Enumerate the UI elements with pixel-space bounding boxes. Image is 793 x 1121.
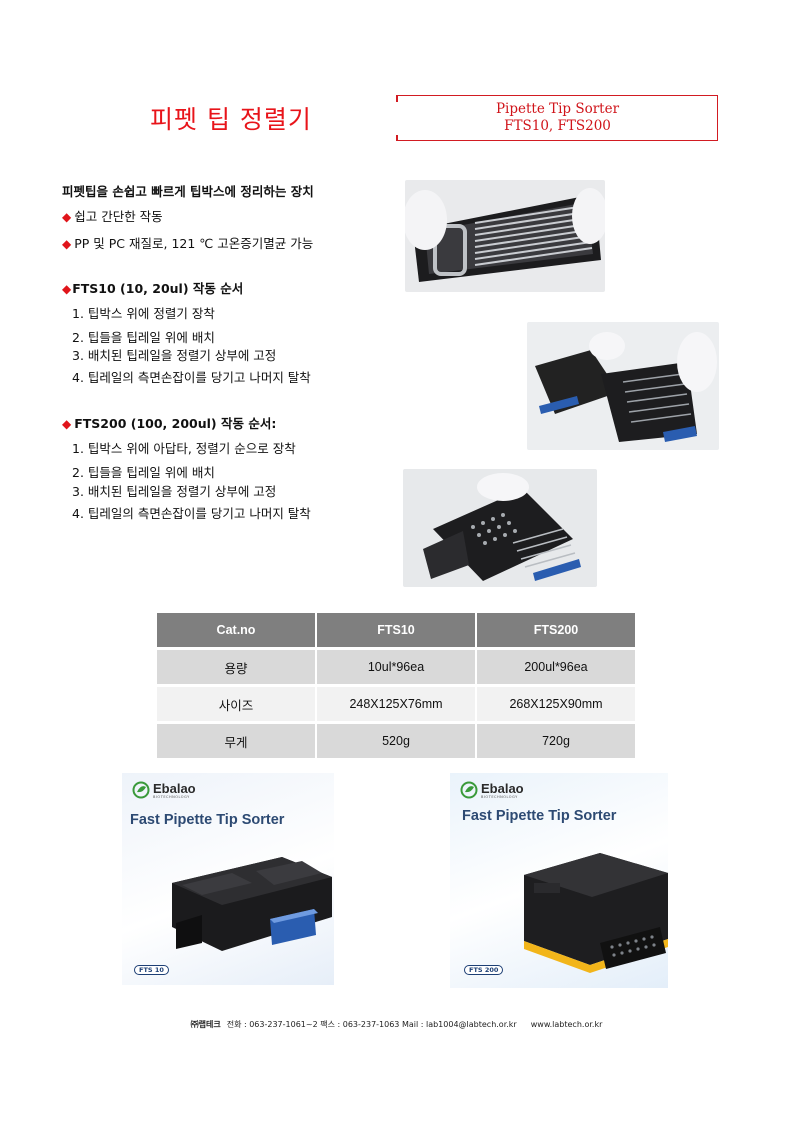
- table-cell: 무게: [157, 721, 317, 758]
- product-name-line1: Pipette Tip Sorter: [495, 101, 620, 117]
- intro-bullet: ◆PP 및 PC 재질로, 121 ℃ 고온증기멸균 가능: [62, 236, 314, 251]
- table-header-cell: FTS200: [476, 613, 635, 649]
- fts10-device-illustration: [172, 857, 332, 951]
- fts200-step: 2. 팁들을 팁레일 위에 배치: [72, 465, 215, 480]
- intro-heading: 피펫팁을 손쉽고 빠르게 팁박스에 정리하는 장치: [62, 184, 314, 199]
- fts10-step: 4. 팁레일의 측면손잡이를 당기고 나머지 탈착: [72, 370, 311, 385]
- fts10-step: 3. 배치된 팁레일을 정렬기 상부에 고정: [72, 348, 277, 363]
- spec-table: Cat.no FTS10 FTS200 용량 10ul*96ea 200ul*9…: [157, 613, 635, 758]
- diamond-icon: ◆: [62, 210, 72, 224]
- table-cell: 248X125X76mm: [316, 684, 477, 723]
- footer-website-link[interactable]: www.labtech.or.kr: [530, 1020, 603, 1029]
- table-cell: 268X125X90mm: [476, 684, 635, 723]
- fts10-step: 2. 팁들을 팁레일 위에 배치: [72, 330, 215, 345]
- table-cell: 사이즈: [157, 684, 317, 723]
- fts200-step: 1. 팁박스 위에 아답타, 정렬기 순으로 장착: [72, 441, 296, 456]
- table-row: 사이즈 248X125X76mm 268X125X90mm: [157, 684, 635, 723]
- footer-contact: 전화 : 063-237-1061~2 팩스 : 063-237-1063 Ma…: [226, 1020, 517, 1029]
- fts200-step: 3. 배치된 팁레일을 정렬기 상부에 고정: [72, 484, 277, 499]
- photo-fts10-removal: [527, 322, 719, 450]
- table-cell: 720g: [476, 721, 635, 758]
- product-card-fts10: Ebalao BIOTECHNOLOGY Fast Pipette Tip So…: [122, 773, 334, 985]
- card-model-badge: FTS 200: [464, 965, 504, 975]
- fts10-step: 1. 팁박스 위에 정렬기 장착: [72, 306, 215, 321]
- brand-logo: Ebalao BIOTECHNOLOGY: [132, 781, 196, 799]
- card-headline: Fast Pipette Tip Sorter: [130, 812, 285, 828]
- footer-company: ㈜랩테크: [190, 1020, 221, 1029]
- table-cell: 용량: [157, 647, 317, 686]
- table-header-cell: FTS10: [316, 613, 477, 649]
- diamond-icon: ◆: [62, 282, 72, 296]
- table-row: 무게 520g 720g: [157, 721, 635, 758]
- fts200-device-illustration: [524, 853, 668, 973]
- page-title: 피펫 팁 정렬기: [150, 105, 312, 134]
- diamond-icon: ◆: [62, 237, 72, 251]
- product-models-line2: FTS10, FTS200: [504, 118, 611, 134]
- intro-bullet: ◆쉽고 간단한 작동: [62, 209, 163, 224]
- product-card-fts200: Ebalao BIOTECHNOLOGY Fast Pipette Tip So…: [450, 773, 668, 988]
- table-cell: 200ul*96ea: [476, 647, 635, 686]
- table-header-cell: Cat.no: [157, 613, 317, 649]
- brand-logo: Ebalao BIOTECHNOLOGY: [460, 781, 524, 799]
- footer: ㈜랩테크 전화 : 063-237-1061~2 팩스 : 063-237-106…: [0, 1019, 793, 1030]
- fts200-heading: ◆FTS200 (100, 200ul) 작동 순서:: [62, 416, 277, 431]
- fts10-heading: ◆FTS10 (10, 20ul) 작동 순서: [62, 281, 244, 296]
- diamond-icon: ◆: [62, 417, 72, 431]
- table-cell: 10ul*96ea: [316, 647, 477, 686]
- brand-leaf-icon: [132, 781, 150, 799]
- photo-sorter-tray: [405, 180, 605, 292]
- card-model-badge: FTS 10: [134, 965, 169, 975]
- fts200-step: 4. 팁레일의 측면손잡이를 당기고 나머지 탈착: [72, 506, 311, 521]
- table-row: 용량 10ul*96ea 200ul*96ea: [157, 647, 635, 686]
- product-name-box: Pipette Tip Sorter FTS10, FTS200: [395, 95, 718, 141]
- table-header-row: Cat.no FTS10 FTS200: [157, 613, 635, 649]
- table-cell: 520g: [316, 721, 477, 758]
- card-headline: Fast Pipette Tip Sorter: [462, 808, 617, 824]
- brand-leaf-icon: [460, 781, 478, 799]
- photo-fts200-removal: [403, 469, 597, 587]
